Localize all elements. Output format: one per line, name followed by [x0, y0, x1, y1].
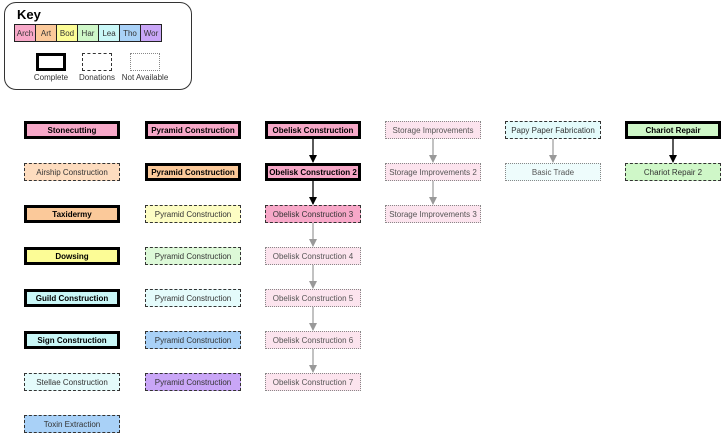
- node-stonecutting[interactable]: Stonecutting: [24, 121, 120, 139]
- node-guild-construction[interactable]: Guild Construction: [24, 289, 120, 307]
- node-taxidermy[interactable]: Taxidermy: [24, 205, 120, 223]
- legend-complete-label: Complete: [33, 73, 69, 82]
- node-storage-improvements-3[interactable]: Storage Improvements 3: [385, 205, 481, 223]
- node-storage-improvements[interactable]: Storage Improvements: [385, 121, 481, 139]
- legend-not-available-label: Not Available: [121, 73, 169, 82]
- node-basic-trade[interactable]: Basic Trade: [505, 163, 601, 181]
- node-pyramid-construction-har[interactable]: Pyramid Construction: [145, 247, 241, 265]
- node-pyramid-construction-bod[interactable]: Pyramid Construction: [145, 205, 241, 223]
- node-airship-construction[interactable]: Airship Construction: [24, 163, 120, 181]
- node-obelisk-construction-7[interactable]: Obelisk Construction 7: [265, 373, 361, 391]
- node-obelisk-construction-5[interactable]: Obelisk Construction 5: [265, 289, 361, 307]
- node-chariot-repair[interactable]: Chariot Repair: [625, 121, 721, 139]
- node-chariot-repair-2[interactable]: Chariot Repair 2: [625, 163, 721, 181]
- node-obelisk-construction-2[interactable]: Obelisk Construction 2: [265, 163, 361, 181]
- legend-complete: Complete: [31, 53, 71, 82]
- swatch-arch: Arch: [14, 24, 36, 42]
- legend-donations-box: [82, 53, 112, 71]
- swatch-wor: Wor: [140, 24, 162, 42]
- node-pyramid-construction-tho[interactable]: Pyramid Construction: [145, 331, 241, 349]
- node-stellae-construction[interactable]: Stellae Construction: [24, 373, 120, 391]
- node-pyramid-construction-art[interactable]: Pyramid Construction: [145, 163, 241, 181]
- node-obelisk-construction-6[interactable]: Obelisk Construction 6: [265, 331, 361, 349]
- legend-not-available: Not Available: [122, 53, 168, 82]
- node-obelisk-construction[interactable]: Obelisk Construction: [265, 121, 361, 139]
- node-storage-improvements-2[interactable]: Storage Improvements 2: [385, 163, 481, 181]
- key-panel: Key Arch Art Bod Har Lea Tho Wor Complet…: [4, 2, 192, 90]
- swatch-art: Art: [35, 24, 57, 42]
- node-pyramid-construction-arch[interactable]: Pyramid Construction: [145, 121, 241, 139]
- node-sign-construction[interactable]: Sign Construction: [24, 331, 120, 349]
- node-obelisk-construction-4[interactable]: Obelisk Construction 4: [265, 247, 361, 265]
- node-papy-paper-fabrication[interactable]: Papy Paper Fabrication: [505, 121, 601, 139]
- node-obelisk-construction-3[interactable]: Obelisk Construction 3: [265, 205, 361, 223]
- legend-donations: Donations: [77, 53, 117, 82]
- node-dowsing[interactable]: Dowsing: [24, 247, 120, 265]
- category-swatches: Arch Art Bod Har Lea Tho Wor: [14, 24, 162, 42]
- node-pyramid-construction-lea[interactable]: Pyramid Construction: [145, 289, 241, 307]
- legend-donations-label: Donations: [78, 73, 116, 82]
- key-title: Key: [17, 7, 41, 22]
- node-pyramid-construction-wor[interactable]: Pyramid Construction: [145, 373, 241, 391]
- legend-complete-box: [36, 53, 66, 71]
- legend-not-available-box: [130, 53, 160, 71]
- node-toxin-extraction[interactable]: Toxin Extraction: [24, 415, 120, 433]
